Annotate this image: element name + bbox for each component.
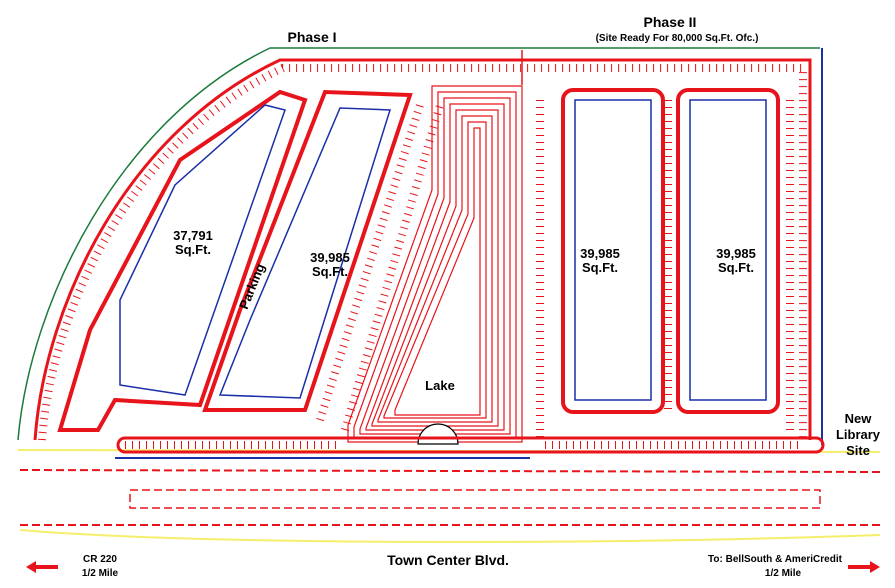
parking-stalls-phase2 [536,100,800,449]
library-label-2: Library [836,427,881,442]
building-d-pad [676,88,780,414]
library-label-3: Site [846,443,870,458]
building-a [119,104,286,396]
building-c [574,99,652,401]
building-b-pad [202,89,413,412]
arrow-right-icon [848,561,880,573]
lake [347,85,523,445]
phase2-subtitle: (Site Ready For 80,000 Sq.Ft. Ofc.) [596,33,759,44]
right-direction-line2: 1/2 Mile [765,568,802,579]
parking-stalls-inner [316,103,444,432]
building-c-area: 39,985 [580,246,620,261]
left-direction-line1: CR 220 [83,554,117,565]
library-label-1: New [845,411,873,426]
road-name: Town Center Blvd. [387,552,509,568]
property-boundary [17,47,820,441]
building-c-unit: Sq.Ft. [582,260,618,275]
building-a-pad [57,89,308,432]
building-a-area: 37,791 [173,228,213,243]
building-b-unit: Sq.Ft. [312,264,348,279]
building-a-unit: Sq.Ft. [175,242,211,257]
road-lanes [19,469,881,526]
lake-label: Lake [425,378,455,393]
front-parking [116,436,825,454]
building-d-area: 39,985 [716,246,756,261]
phase1-title: Phase I [287,29,336,45]
left-direction-line2: 1/2 Mile [82,568,119,579]
arrow-left-icon [26,561,58,573]
road-edge-yellow [17,449,881,543]
building-d-unit: Sq.Ft. [718,260,754,275]
phase2-title: Phase II [644,14,697,30]
building-b-area: 39,985 [310,250,350,265]
right-direction-line1: To: BellSouth & AmeriCredit [708,554,843,565]
building-b [218,107,392,399]
building-d [689,99,767,401]
building-c-pad [561,88,665,414]
parking-perimeter [33,58,812,441]
